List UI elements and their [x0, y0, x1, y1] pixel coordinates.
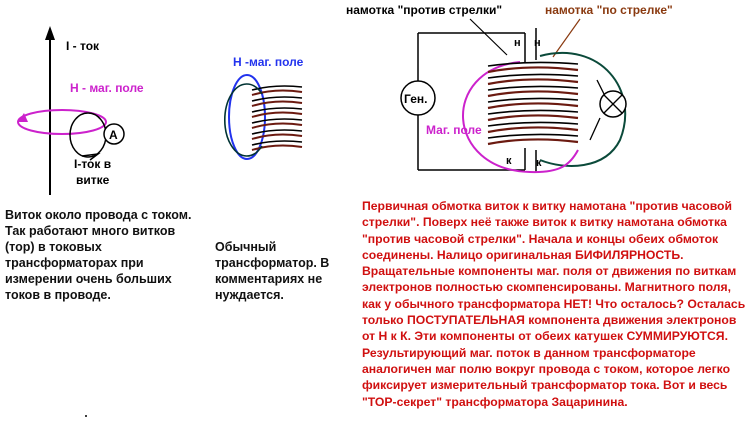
lamp-cross-2 [603, 94, 623, 114]
ammeter-label: A [109, 128, 118, 142]
field-arrow-icon [18, 113, 28, 122]
generator-label: Ген. [404, 92, 427, 106]
mag-field-label: Маг. поле [426, 123, 482, 137]
terminal-n-left: н [514, 37, 521, 49]
ccw-pointer [469, 18, 508, 56]
cw-pointer [552, 18, 581, 58]
terminal-k-right: к [536, 157, 542, 169]
coil-current-arrow-icon [81, 152, 101, 161]
terminal-k-left: к [506, 155, 512, 167]
middle-field-label: H -маг. поле [233, 55, 304, 69]
coil-current-label-1: I-ток в [74, 157, 111, 171]
red-caption: Первичная обмотка виток к витку намотана… [362, 199, 746, 409]
stray-dot [85, 415, 87, 417]
left-caption: Виток около провода с током. Так работаю… [5, 208, 192, 302]
bifilar-coil-back [487, 61, 579, 139]
generator-circle [400, 80, 436, 116]
field-label: H - маг. поле [70, 81, 144, 95]
coil-current-label-2: витке [76, 173, 110, 187]
ammeter-circle [103, 123, 125, 145]
current-arrow-icon [45, 26, 55, 40]
bifilar-coil-front [487, 66, 579, 146]
outer-field-loop [539, 51, 627, 167]
mag-field-loop [462, 61, 579, 174]
middle-coil-back [251, 85, 303, 146]
middle-dark-ring [223, 83, 263, 157]
clockwise-label: намотка "по стрелке" [545, 3, 673, 17]
current-label: I - ток [66, 39, 100, 53]
middle-caption: Обычный трансформатор. В комментариях не… [215, 240, 330, 302]
terminal-n-right: н [534, 37, 541, 49]
middle-coil [251, 89, 303, 151]
counter-clockwise-label: намотка "против стрелки" [346, 3, 502, 17]
lamp-wire-bottom [589, 117, 601, 141]
middle-field-ring [228, 74, 266, 160]
lamp-wire-top [596, 79, 605, 95]
coil-turn [69, 112, 107, 158]
